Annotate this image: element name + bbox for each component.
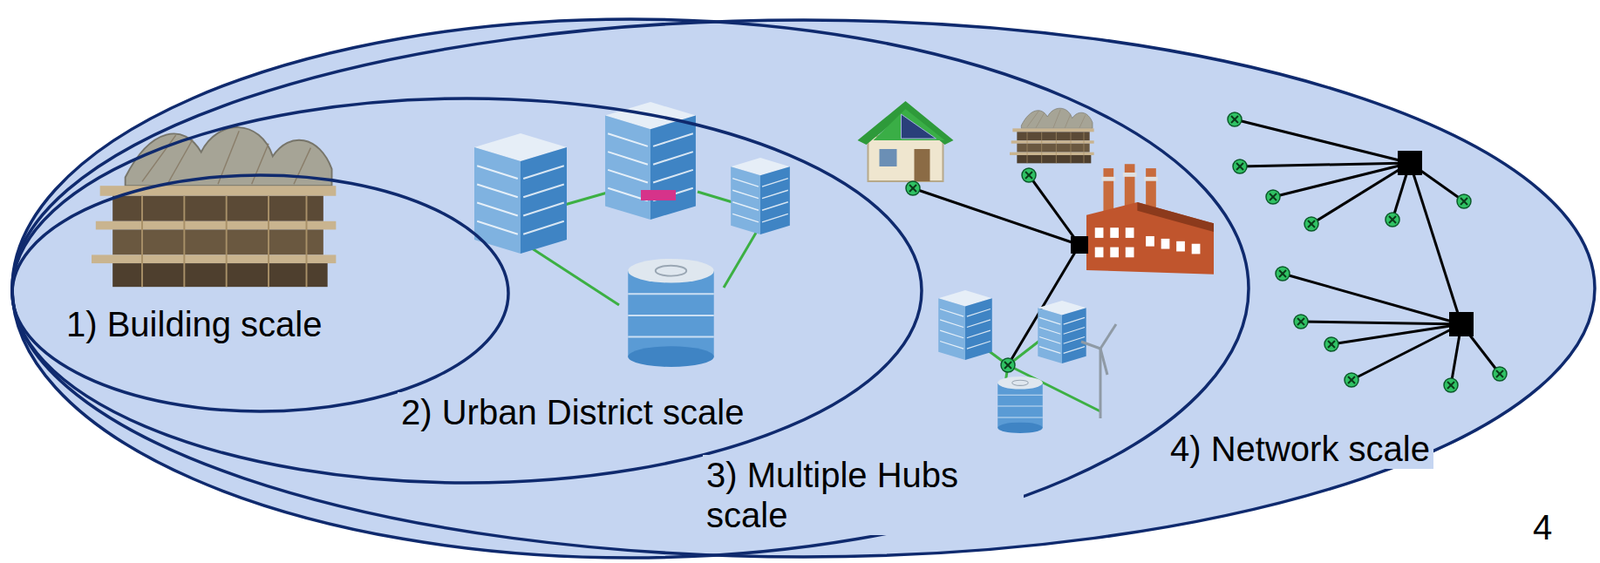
ellipse-outline <box>10 17 1251 560</box>
urban-district-ellipse: 2) Urban District scale 1) Building scale <box>10 96 924 485</box>
scale-label: 3) Multiple Hubs scale <box>702 455 1024 536</box>
ellipse-outline <box>10 173 511 414</box>
multiple-hubs-ellipse: 3) Multiple Hubs scale2) Urban District … <box>10 17 1251 560</box>
scale-label: 2) Urban District scale <box>397 392 748 433</box>
network-scale-ellipse: 4) Network scale3) Multiple Hubs scale2)… <box>10 18 1597 559</box>
building-scale-ellipse: 1) Building scale <box>10 173 511 414</box>
page-number: 4 <box>1532 507 1553 548</box>
scale-label: 1) Building scale <box>62 304 327 345</box>
scale-label: 4) Network scale <box>1166 428 1434 470</box>
